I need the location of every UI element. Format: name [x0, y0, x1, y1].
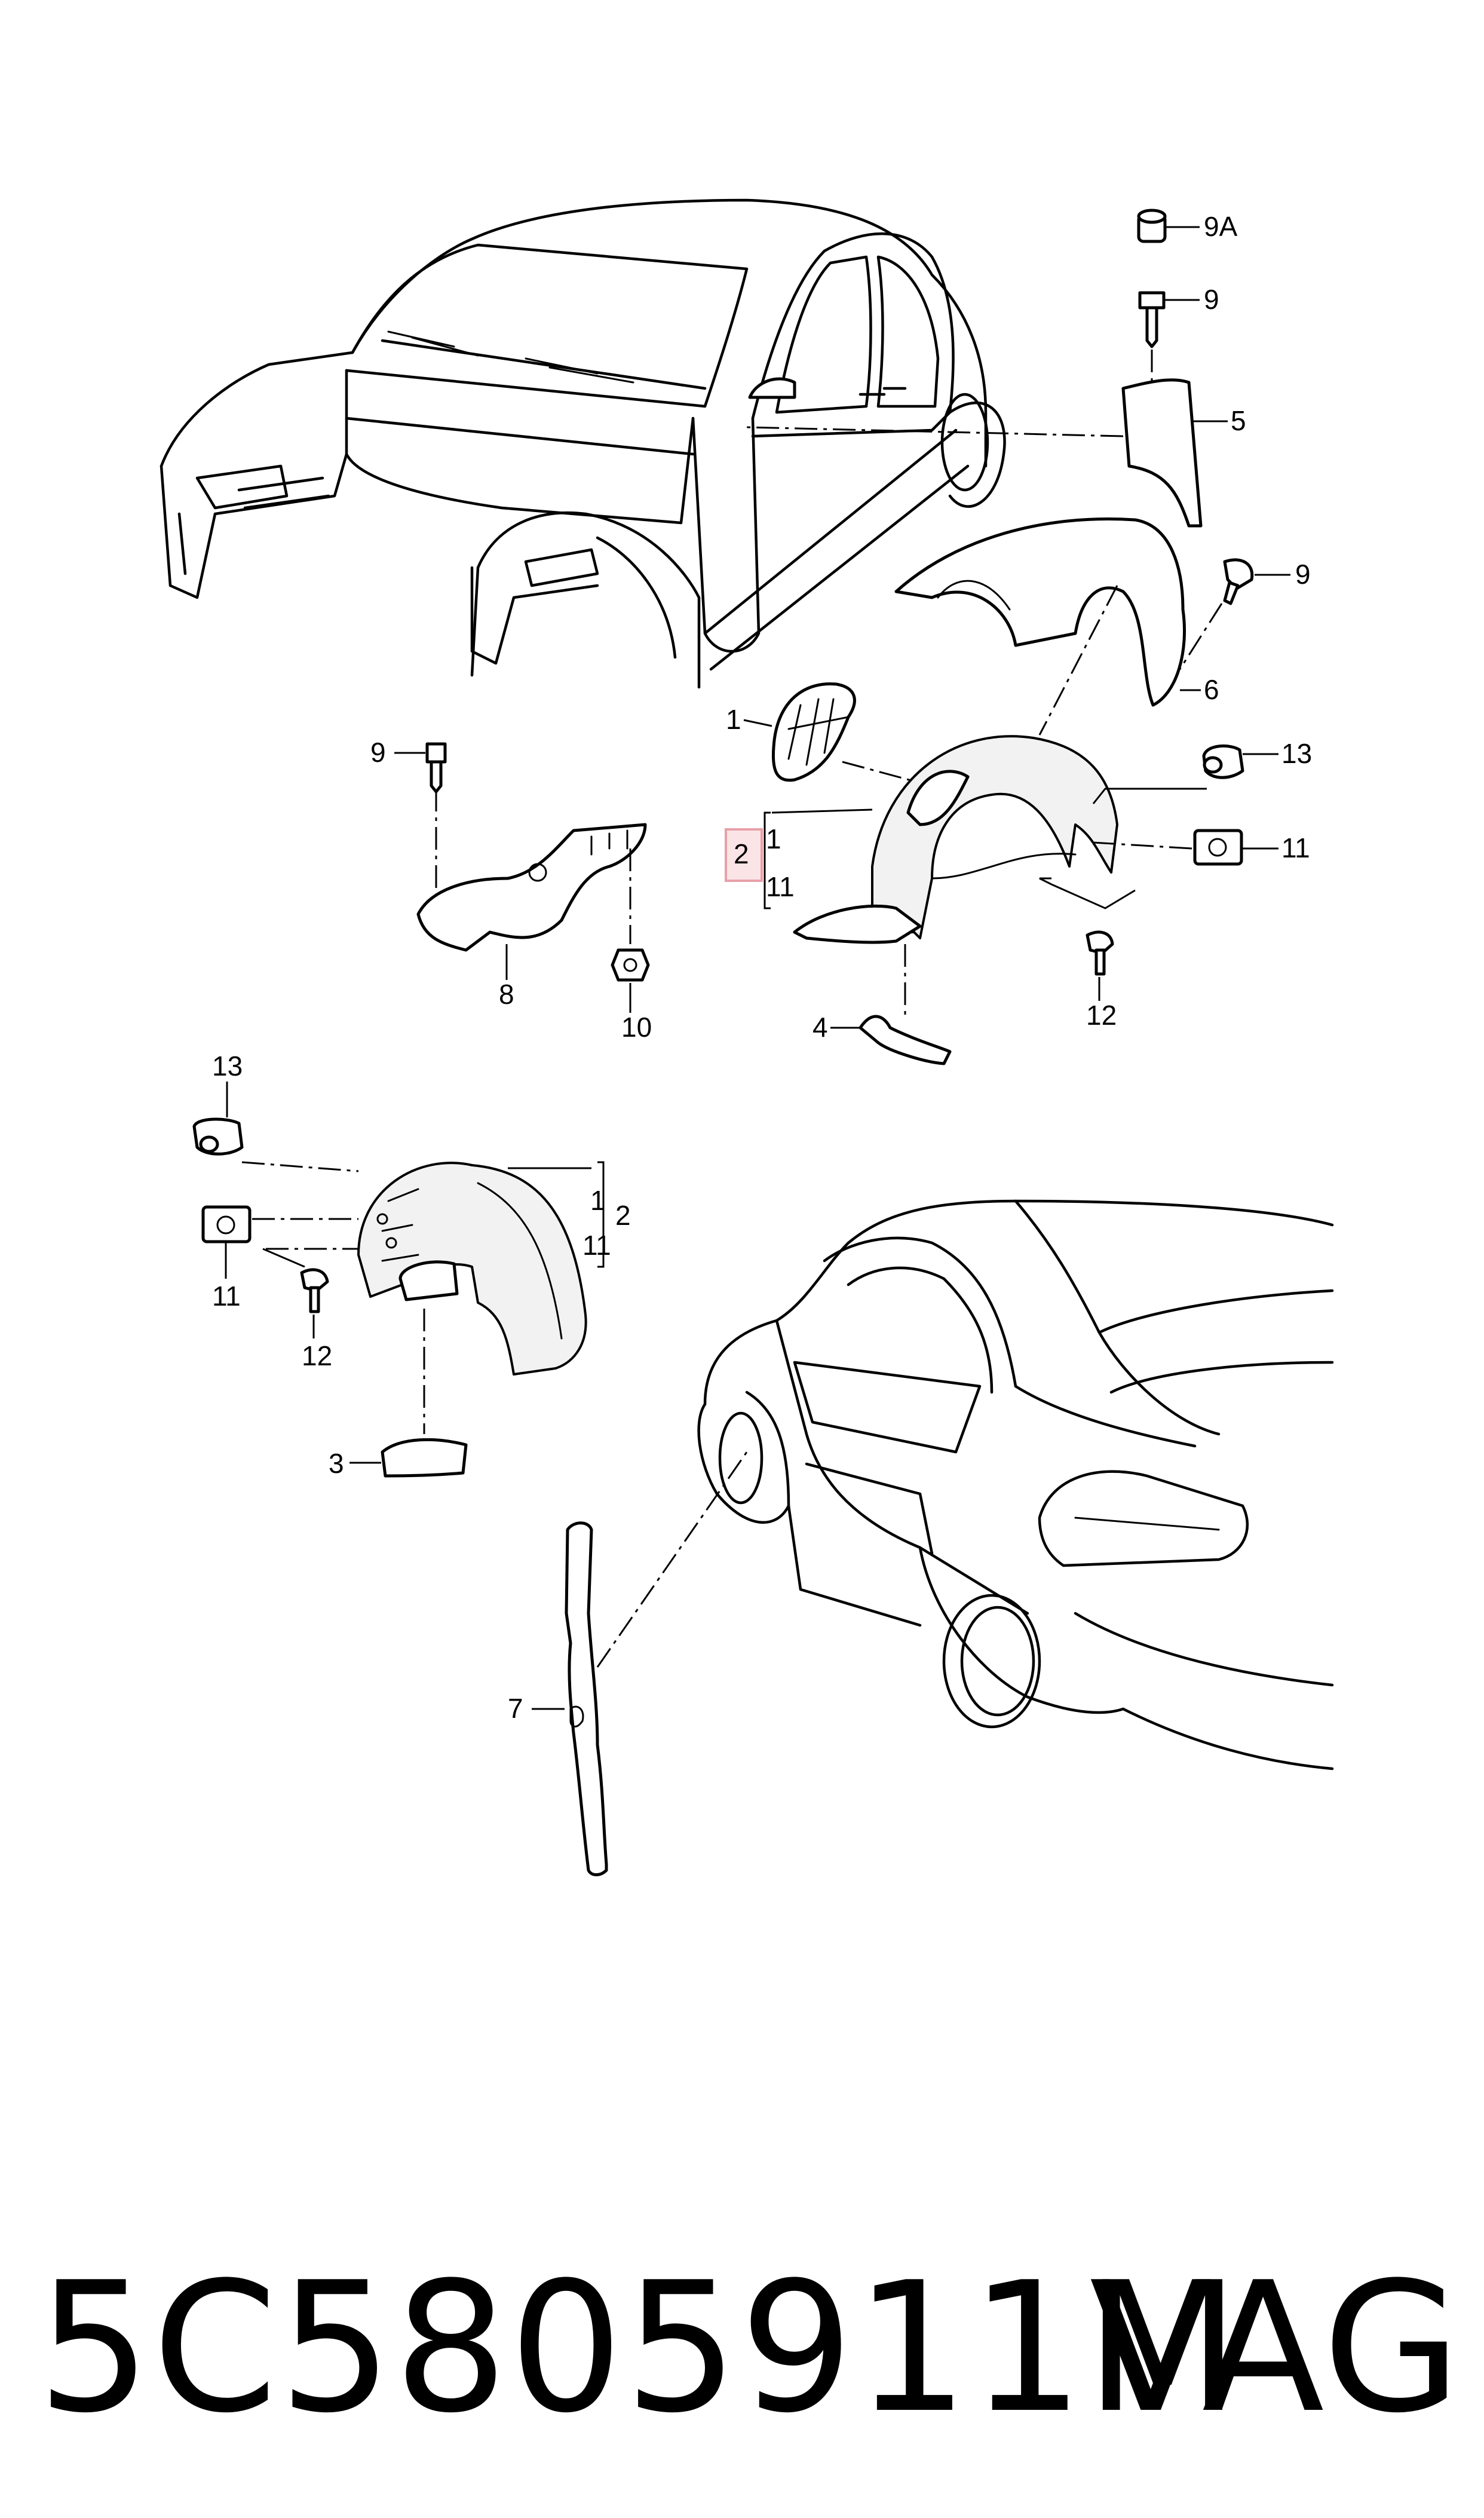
part-9-bolt-bracket [394, 742, 447, 794]
callout-11-bracket-front: 11 [766, 871, 795, 902]
callout-2-rear: 2 [615, 1200, 631, 1231]
callout-11-rear-nut: 11 [212, 1281, 241, 1312]
part-6-front-fender [894, 517, 1201, 736]
callout-9A: 9A [1204, 211, 1238, 242]
callout-6: 6 [1204, 674, 1219, 705]
part-13-clip-front [1092, 744, 1278, 804]
part-1-grille-insert [743, 682, 921, 784]
part-4-seal [830, 944, 952, 1065]
part-3-seal [349, 1309, 468, 1478]
callout-8: 8 [499, 979, 514, 1010]
part-9A-sleeve [1137, 209, 1200, 243]
part-12-screw-rear [262, 1248, 329, 1338]
part-9-bolt-top [1138, 291, 1200, 394]
callout-1: 1 [726, 704, 741, 735]
part-2-front-wheel-liner [793, 735, 1118, 944]
part-12-screw-front [1039, 877, 1136, 1001]
part-9-bolt-fender [1179, 558, 1290, 670]
callout-1-bracket-rear: 1 [590, 1185, 606, 1216]
part-2-rear-wheel-liner [357, 1162, 587, 1376]
callout-5: 5 [1231, 405, 1246, 436]
callout-13-rear: 13 [212, 1050, 243, 1082]
callout-9-fender: 9 [1295, 559, 1311, 590]
front-body-shell [160, 198, 1006, 689]
callout-2-front: 2 [734, 838, 749, 869]
exploded-parts-diagram: 9A 9 5 9 6 1 9 13 1 2 11 11 8 10 4 12 13… [160, 198, 1334, 1876]
bracket-rear-liner [508, 1161, 605, 1268]
callout-11-front-nut: 11 [1281, 832, 1310, 863]
callout-labels: 9A 9 5 9 6 1 9 13 1 2 11 11 8 10 4 12 13… [212, 211, 1312, 1724]
part-13-clip-rear [192, 1082, 359, 1172]
brand-text: VAG [1089, 2244, 1462, 2452]
callout-7: 7 [508, 1693, 523, 1724]
part-5-wheel-arch-trim [746, 378, 1228, 528]
part-7-seal-strip [532, 1451, 748, 1876]
part-2-highlight-box [725, 828, 763, 882]
bracket-front-liner [764, 808, 873, 909]
part-number-caption: 5C5805911M VAG [0, 2211, 1484, 2486]
part-11-nut-front [1093, 829, 1278, 866]
rear-body-shell [697, 1199, 1334, 1770]
part-11-nut-rear [201, 1205, 418, 1279]
callout-13-front: 13 [1281, 738, 1312, 769]
part-8-bracket [416, 789, 647, 980]
callout-9-bracket: 9 [370, 737, 386, 768]
callout-4: 4 [812, 1012, 828, 1043]
callout-1-bracket-front: 1 [766, 823, 781, 854]
callout-9-top: 9 [1204, 284, 1219, 315]
callout-10: 10 [621, 1012, 652, 1043]
callout-11-bracket-rear: 11 [582, 1230, 611, 1261]
part-number-text: 5C5805911M [37, 2244, 1241, 2452]
callout-12-front: 12 [1086, 1000, 1117, 1031]
callout-12-rear: 12 [302, 1340, 332, 1371]
callout-3: 3 [329, 1448, 344, 1479]
part-10-nut [611, 948, 650, 1013]
